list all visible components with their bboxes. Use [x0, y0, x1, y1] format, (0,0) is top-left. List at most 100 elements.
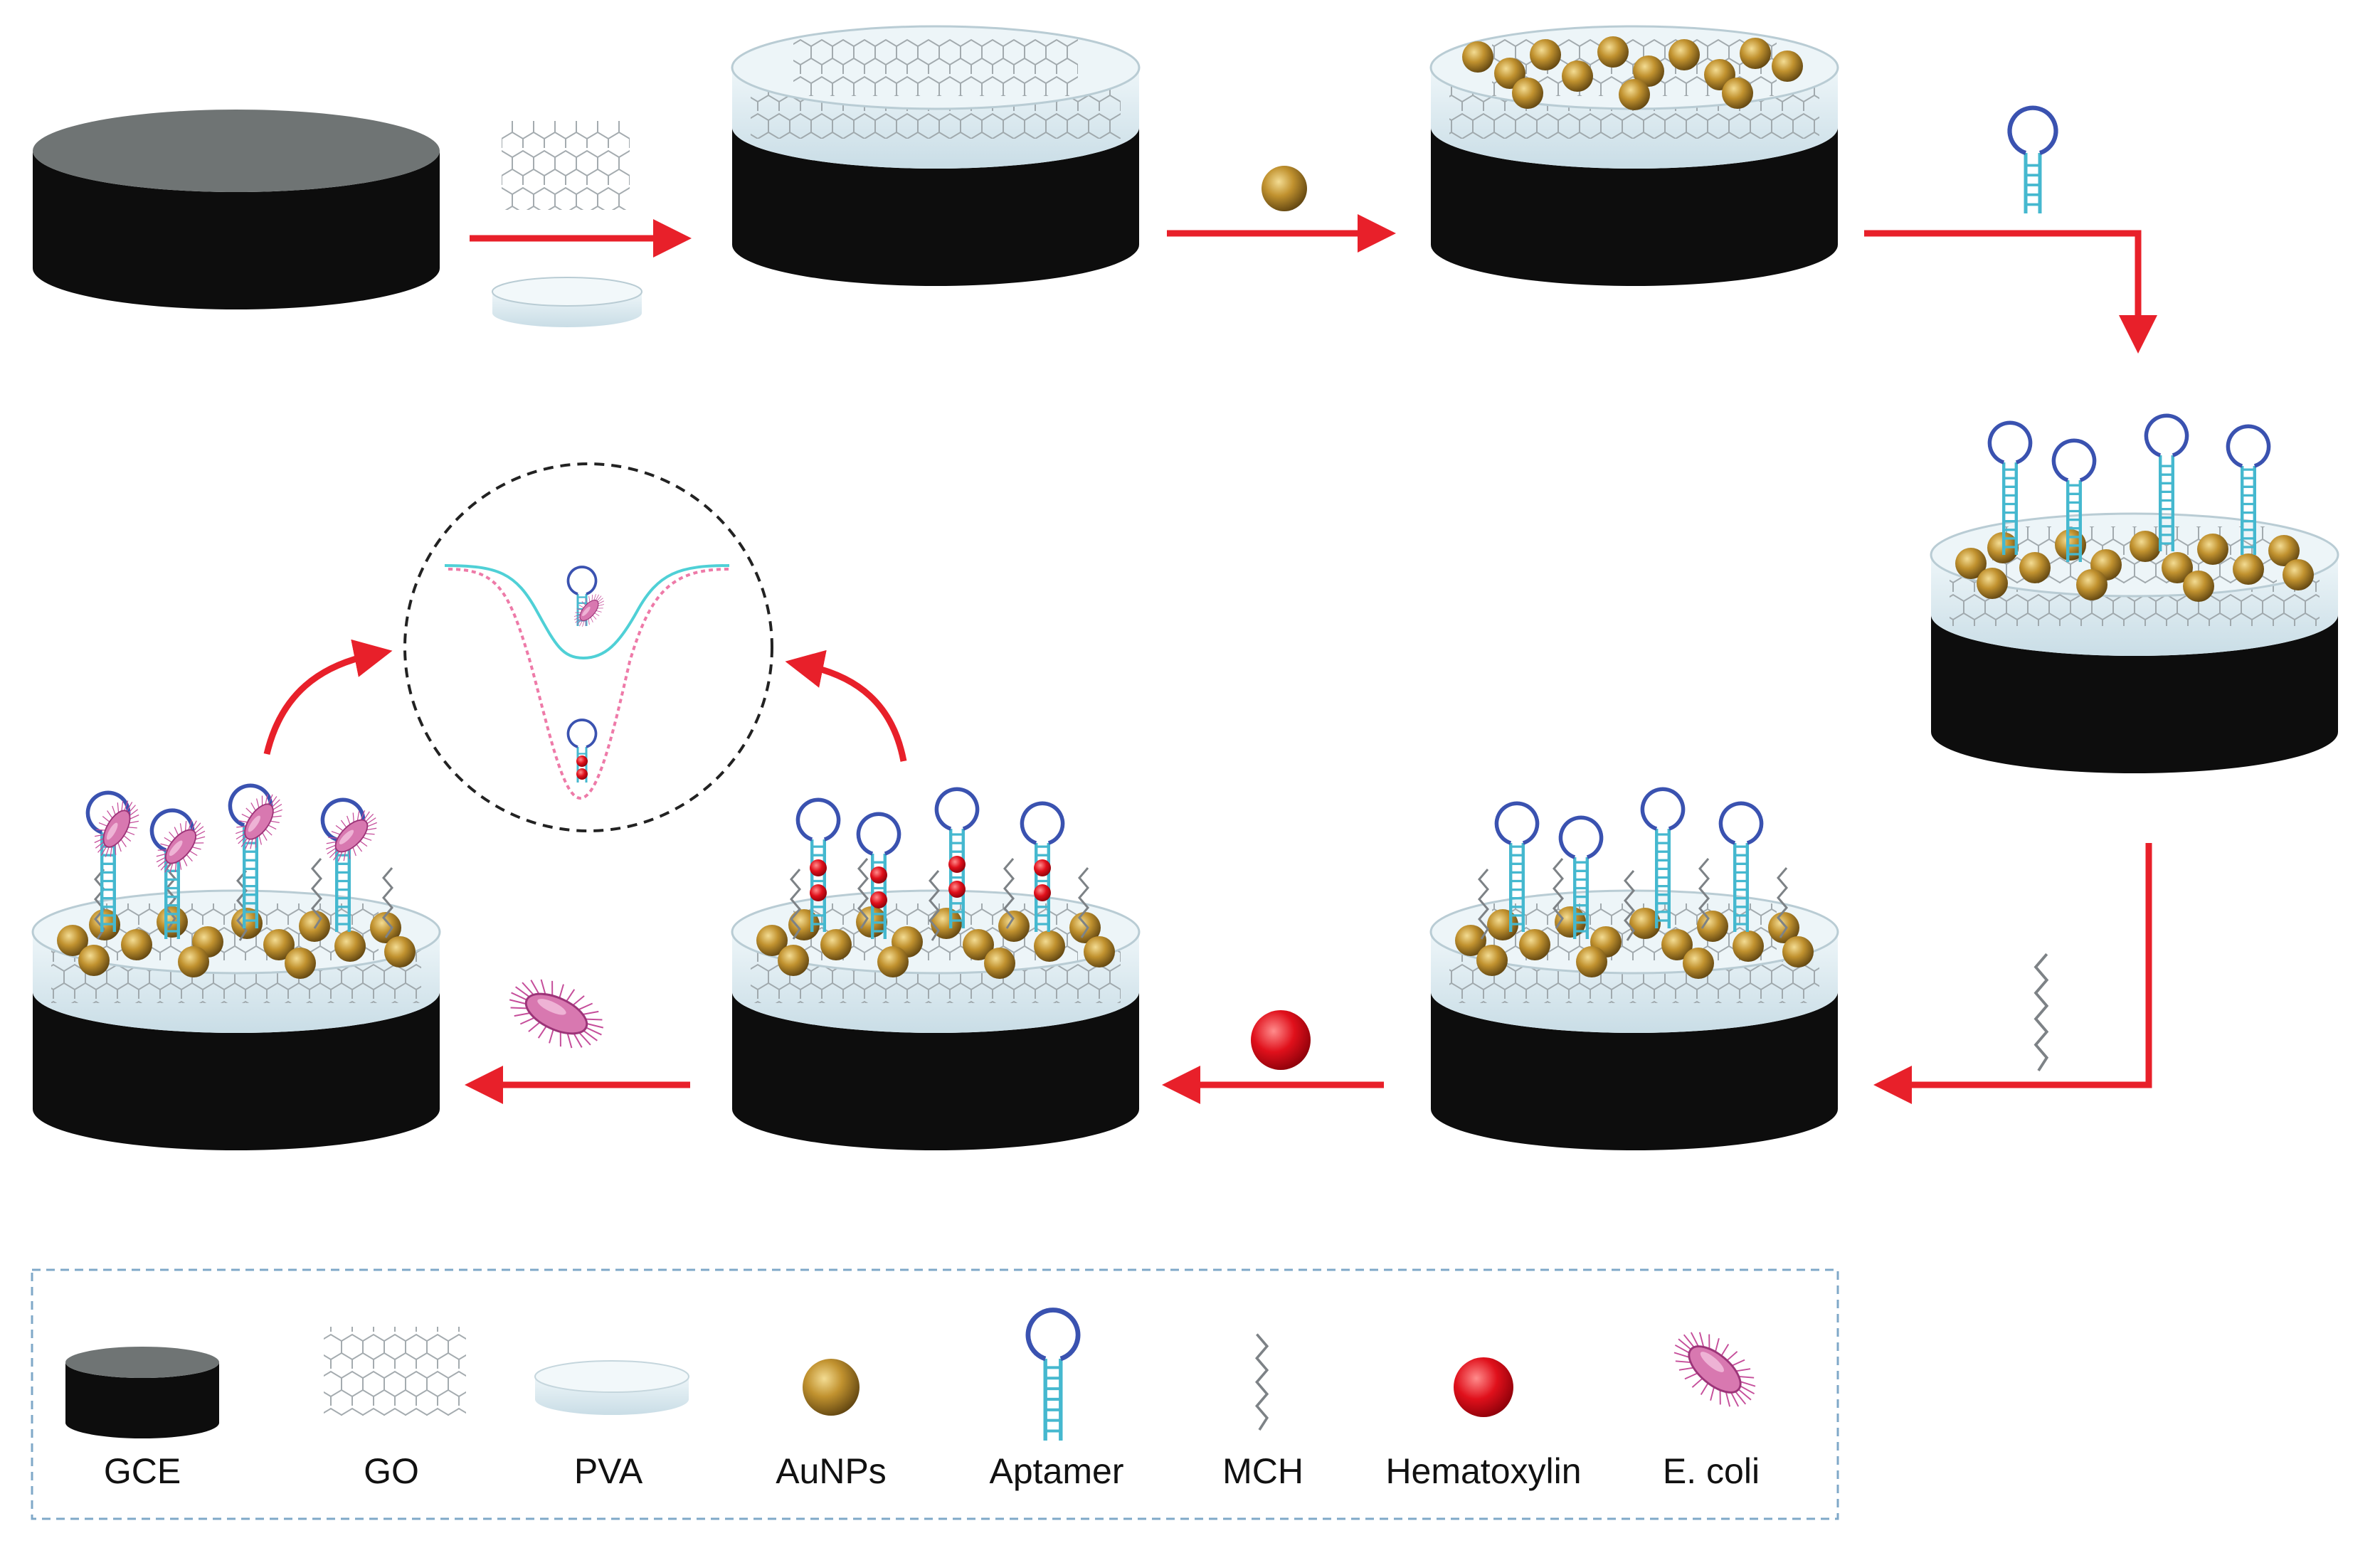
legend-label-pva: PVA: [574, 1451, 643, 1491]
mch-chain: [1777, 867, 1788, 938]
gold-nanoparticle: [1069, 912, 1101, 943]
gold-nanoparticle: [1034, 930, 1065, 962]
gold-nanoparticle: [984, 948, 1015, 979]
ecoli-bacterium: [156, 820, 206, 874]
arrow-to-inset-right: [785, 649, 907, 762]
graphene-oxide-reagent-icon: [502, 121, 630, 210]
gold-nanoparticle: [1262, 166, 1307, 211]
legend-label-gce: GCE: [104, 1451, 181, 1491]
mch-chain: [1698, 858, 1710, 929]
hematoxylin-molecule: [948, 881, 966, 898]
gold-nanoparticle: [1494, 58, 1525, 89]
gold-nanoparticle: [334, 930, 366, 962]
gold-nanoparticle: [1530, 39, 1561, 70]
gold-nanoparticle: [178, 946, 209, 977]
signal-inset: [403, 462, 773, 832]
mch-chain: [929, 870, 940, 941]
gold-nanoparticle: [998, 911, 1030, 942]
gold-nanoparticle: [2197, 534, 2228, 565]
aptamer-probe: [1987, 420, 2033, 555]
gce-body: [732, 127, 1139, 286]
gold-nanoparticle: [299, 911, 330, 942]
mch-chain: [790, 869, 801, 940]
aptamer-probe: [1640, 787, 1686, 928]
arrow-step-3: [1864, 230, 2157, 354]
gold-nanoparticle: [820, 929, 852, 960]
gold-nanoparticle: [2019, 552, 2051, 583]
hematoxylin-molecule: [870, 866, 887, 884]
electrode-aunps: [1429, 25, 1839, 286]
mch-chain: [311, 858, 322, 929]
arrow-to-inset-left: [263, 639, 393, 755]
gold-nanoparticle: [1772, 51, 1803, 82]
pva-reagent-icon: [492, 277, 642, 327]
gold-nanoparticle: [1084, 936, 1115, 967]
ecoli-bacterium: [326, 810, 377, 861]
ecoli-bacterium: [94, 800, 139, 857]
gold-nanoparticle: [1683, 948, 1714, 979]
gold-nanoparticle: [1782, 936, 1814, 967]
gold-nanoparticle: [1519, 929, 1550, 960]
gold-nanoparticle: [1597, 36, 1629, 68]
electrode-ecoli-captured: [31, 783, 441, 1150]
gce-body: [732, 992, 1139, 1150]
mch-chain: [236, 870, 248, 941]
aptamer-probe: [2007, 105, 2058, 213]
gold-nanoparticle: [1619, 79, 1650, 110]
aptamer-probe: [2226, 424, 2271, 555]
hematoxylin-molecule: [870, 891, 887, 908]
gold-nanoparticle: [1955, 548, 1987, 579]
gold-nanoparticle: [1722, 78, 1753, 109]
gce-top-surface: [33, 110, 440, 192]
gold-nanoparticle: [57, 925, 88, 956]
gold-nanoparticle: [2162, 552, 2193, 583]
hematoxylin-icon: [1454, 1357, 1513, 1417]
gold-nanoparticle: [370, 912, 401, 943]
gold-nanoparticle: [1476, 945, 1508, 976]
mch-chain: [857, 858, 869, 929]
gce-body: [33, 992, 440, 1150]
gold-nanoparticle: [756, 925, 788, 956]
gold-nanoparticle: [1768, 912, 1799, 943]
gold-nanoparticle: [1977, 568, 2008, 599]
ecoli-bacterium: [1673, 1332, 1756, 1407]
hematoxylin-molecule: [810, 859, 827, 876]
aptamer-probe: [1718, 801, 1764, 932]
gce-body: [1431, 127, 1838, 286]
gold-nanoparticle: [2233, 553, 2264, 585]
legend-border: [31, 1268, 1839, 1520]
mch-chain: [1478, 869, 1489, 940]
gold-nanoparticle: [1512, 78, 1543, 109]
legend-label-aunps: AuNPs: [776, 1451, 887, 1491]
hematoxylin-molecule: [1251, 1010, 1311, 1070]
ecoli-icon: [1673, 1332, 1756, 1407]
graphene-oxide-sheet: [793, 39, 1078, 96]
hematoxylin-molecule: [1454, 1357, 1513, 1417]
gold-nanoparticle: [1740, 38, 1771, 69]
electrode-bare-gce: [33, 110, 440, 309]
gold-nanoparticle: [877, 946, 909, 977]
electrode-stage-group: [31, 25, 2339, 1150]
hematoxylin-molecule: [1034, 884, 1051, 901]
gold-nanoparticle: [231, 908, 263, 939]
reagent-icon-group: [492, 105, 2058, 1072]
gold-nanoparticle: [2076, 569, 2107, 600]
dpv-curve-ecoli: [444, 564, 730, 660]
ecoli-bacterium: [236, 794, 282, 849]
electrode-aptamer: [1930, 413, 2339, 773]
gold-nanoparticle: [2268, 535, 2300, 566]
mch-icon: [1255, 1333, 1269, 1431]
legend: GCE GO PVA AuNPs Aptamer MCH Hematoxylin…: [31, 1268, 1839, 1520]
gold-nanoparticle: [78, 945, 110, 976]
aptamer-probe: [1558, 815, 1604, 939]
hematoxylin-molecule: [576, 768, 588, 780]
gold-nanoparticle: [1633, 55, 1664, 87]
hematoxylin-molecule: [576, 755, 588, 767]
gold-nanoparticle: [384, 936, 416, 967]
legend-label-aptamer: Aptamer: [990, 1451, 1124, 1491]
aptamer-probe: [2144, 413, 2189, 551]
pva-icon: [534, 1360, 689, 1415]
gce-body: [1431, 992, 1838, 1150]
legend-label-mch: MCH: [1222, 1451, 1303, 1491]
gold-nanoparticle: [1733, 930, 1764, 962]
